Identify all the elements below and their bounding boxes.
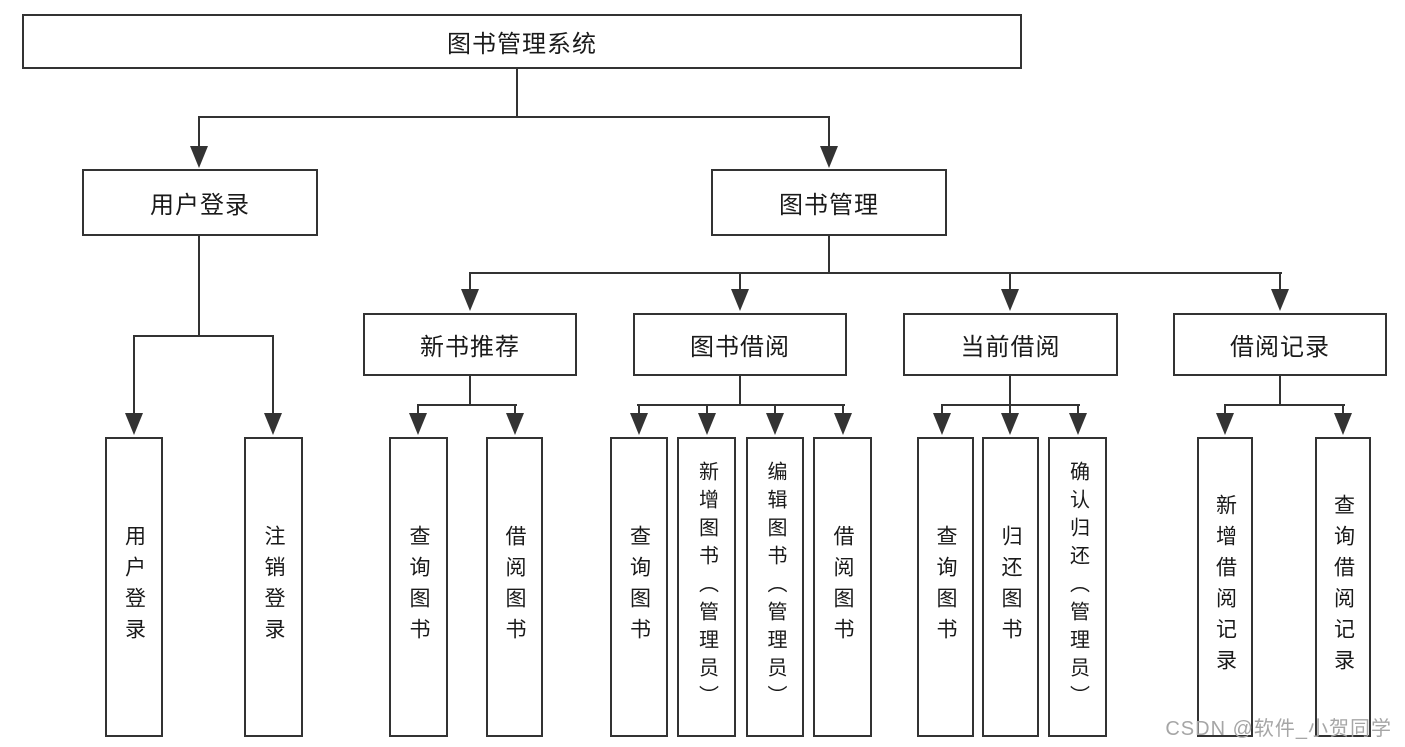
leaf-borrow-books-recommend: 借阅图书 — [486, 437, 543, 737]
node-label: 借阅图书 — [831, 525, 854, 649]
node-label: 借阅记录 — [1230, 334, 1330, 361]
node-label: 查询借阅记录 — [1331, 494, 1355, 680]
leaf-query-books-recommend: 查询图书 — [389, 437, 448, 737]
leaf-edit-books-admin: 编辑图书（管理员） — [746, 437, 804, 737]
arrow-down — [506, 413, 524, 435]
node-label: 当前借阅 — [960, 334, 1061, 361]
arrow-down — [1069, 413, 1087, 435]
node-user-login: 用户登录 — [82, 169, 318, 236]
connector-line — [1009, 376, 1011, 405]
arrow-down — [1271, 289, 1289, 311]
node-label: 图书管理系统 — [447, 31, 597, 58]
connector-line — [198, 116, 830, 118]
arrow-down — [630, 413, 648, 435]
connector-line — [417, 404, 419, 416]
connector-line — [272, 335, 274, 417]
arrow-down — [731, 289, 749, 311]
connector-line — [1224, 404, 1345, 406]
connector-line — [828, 116, 830, 150]
connector-line — [1279, 376, 1281, 405]
arrow-down — [820, 146, 838, 168]
node-label: 查询图书 — [934, 525, 957, 649]
connector-line — [1009, 404, 1011, 416]
arrow-down — [698, 413, 716, 435]
arrow-down — [409, 413, 427, 435]
leaf-logout: 注销登录 — [244, 437, 303, 737]
leaf-add-borrow-record: 新增借阅记录 — [1197, 437, 1253, 737]
arrow-down — [125, 413, 143, 435]
node-label: 用户登录 — [150, 192, 250, 219]
node-label: 注销登录 — [262, 525, 285, 649]
node-current-borrow: 当前借阅 — [903, 313, 1118, 376]
leaf-return-books: 归还图书 — [982, 437, 1039, 737]
connector-line — [739, 272, 741, 292]
arrow-down — [766, 413, 784, 435]
connector-line — [941, 404, 943, 416]
node-label: 确认归还（管理员） — [1066, 461, 1089, 713]
node-label: 新增借阅记录 — [1213, 494, 1237, 680]
connector-line — [1077, 404, 1079, 416]
connector-line — [637, 404, 845, 406]
connector-line — [1342, 404, 1344, 416]
connector-line — [469, 376, 471, 405]
node-label: 查询图书 — [407, 525, 430, 649]
node-label: 借阅图书 — [503, 525, 526, 649]
connector-line — [828, 236, 830, 273]
leaf-user-login: 用户登录 — [105, 437, 163, 737]
connector-line — [133, 335, 135, 417]
connector-line — [198, 236, 200, 336]
node-book-borrow: 图书借阅 — [633, 313, 847, 376]
node-label: 图书借阅 — [690, 334, 790, 361]
csdn-watermark: CSDN @软件_小贺同学 — [1165, 718, 1392, 740]
connector-line — [1224, 404, 1226, 416]
node-new-book-recommend: 新书推荐 — [363, 313, 577, 376]
leaf-borrow-books: 借阅图书 — [813, 437, 872, 737]
connector-line — [516, 69, 518, 117]
arrow-down — [834, 413, 852, 435]
node-label: 新书推荐 — [420, 334, 520, 361]
leaf-query-books-borrow: 查询图书 — [610, 437, 668, 737]
connector-line — [638, 404, 640, 416]
leaf-query-books-current: 查询图书 — [917, 437, 974, 737]
leaf-query-borrow-record: 查询借阅记录 — [1315, 437, 1371, 737]
connector-line — [774, 404, 776, 416]
node-label: 新增图书（管理员） — [695, 461, 718, 713]
node-library-management-system: 图书管理系统 — [22, 14, 1022, 69]
arrow-down — [264, 413, 282, 435]
node-book-management: 图书管理 — [711, 169, 947, 236]
arrow-down — [1001, 289, 1019, 311]
arrow-down — [1001, 413, 1019, 435]
connector-line — [514, 404, 516, 416]
connector-line — [739, 376, 741, 405]
connector-line — [1279, 272, 1281, 292]
arrow-down — [461, 289, 479, 311]
arrow-down — [933, 413, 951, 435]
node-label: 归还图书 — [999, 525, 1022, 649]
leaf-confirm-return-admin: 确认归还（管理员） — [1048, 437, 1107, 737]
connector-line — [842, 404, 844, 416]
connector-line — [198, 116, 200, 150]
connector-line — [417, 404, 517, 406]
node-label: 用户登录 — [122, 525, 146, 649]
node-label: 图书管理 — [779, 192, 879, 219]
connector-line — [1009, 272, 1011, 292]
connector-line — [706, 404, 708, 416]
node-label: 查询图书 — [627, 525, 651, 649]
connector-line — [133, 335, 274, 337]
leaf-add-books-admin: 新增图书（管理员） — [677, 437, 736, 737]
node-label: 编辑图书（管理员） — [764, 461, 786, 713]
node-borrow-record: 借阅记录 — [1173, 313, 1387, 376]
arrow-down — [190, 146, 208, 168]
connector-line — [469, 272, 471, 292]
arrow-down — [1334, 413, 1352, 435]
connector-line — [469, 272, 1282, 274]
arrow-down — [1216, 413, 1234, 435]
